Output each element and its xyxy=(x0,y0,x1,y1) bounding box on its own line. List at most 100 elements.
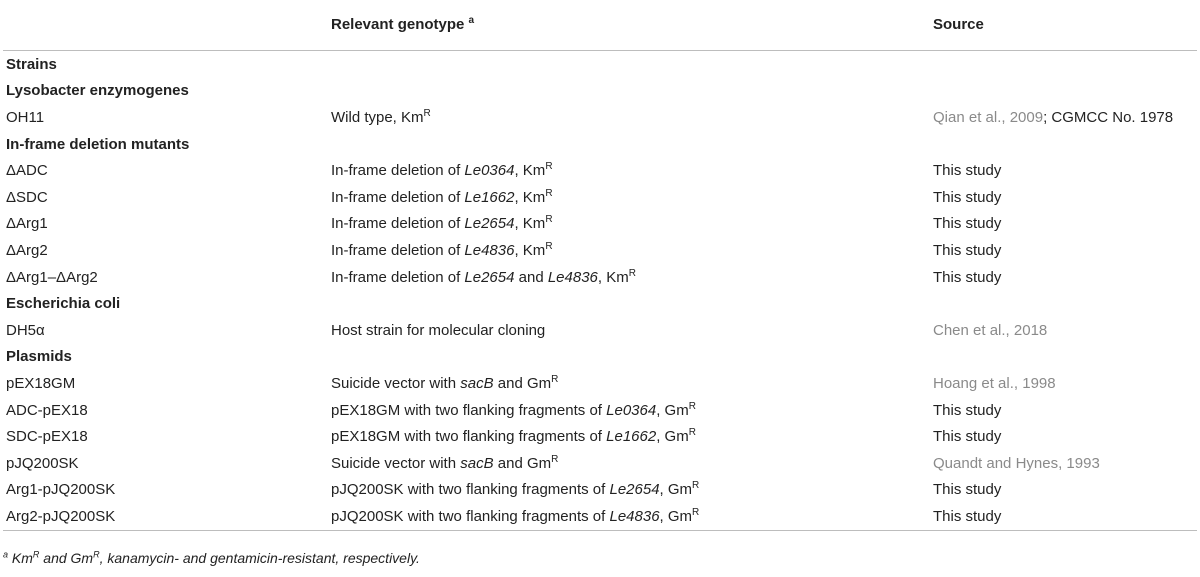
text-run: This study xyxy=(933,481,1002,499)
strain-name: pJQ200SK xyxy=(6,454,79,472)
strain-name: Arg1-pJQ200SK xyxy=(6,481,116,499)
group-row: Lysobacter enzymogenes xyxy=(3,78,1197,105)
text-run: This study xyxy=(933,428,1002,446)
source-cell: This study xyxy=(931,503,1197,530)
text-run: This study xyxy=(933,162,1002,180)
source-cell: This study xyxy=(931,184,1197,211)
table-row: SDC-pEX18 pEX18GM with two flanking fragm… xyxy=(3,423,1197,450)
genotype-cell: Suicide vector with sacB and GmR xyxy=(329,450,931,477)
reference-link[interactable]: Quandt and Hynes, 1993 xyxy=(933,454,1100,472)
group-label: Strains xyxy=(6,55,57,73)
strain-name: OH11 xyxy=(6,108,45,126)
text-run: and Gm xyxy=(493,454,552,472)
source-cell: Quandt and Hynes, 1993 xyxy=(931,450,1197,477)
italic-gene-name: Le0364 xyxy=(464,162,515,180)
reference-link[interactable]: Chen et al., 2018 xyxy=(933,321,1048,339)
header-genotype-label: Relevant genotype xyxy=(331,15,465,33)
italic-gene-name: Le2654 xyxy=(464,215,515,233)
strain-name: ΔSDC xyxy=(6,188,48,206)
reference-link[interactable]: Hoang et al., 1998 xyxy=(933,374,1056,392)
source-cell: This study xyxy=(931,237,1197,264)
genotype-cell: pEX18GM with two flanking fragments of L… xyxy=(329,397,931,424)
source-cell: Qian et al., 2009; CGMCC No. 1978 xyxy=(931,104,1197,131)
strain-name: ADC-pEX18 xyxy=(6,401,88,419)
source-cell: This study xyxy=(931,423,1197,450)
group-label: Lysobacter enzymogenes xyxy=(6,82,189,100)
italic-gene-name: Le2654 xyxy=(464,268,515,286)
genotype-cell: In-frame deletion of Le2654, KmR xyxy=(329,211,931,238)
header-col1 xyxy=(3,4,329,51)
genotype-cell: pEX18GM with two flanking fragments of L… xyxy=(329,423,931,450)
group-label: Plasmids xyxy=(6,348,72,366)
text-run: In-frame deletion of xyxy=(331,162,465,180)
genotype-cell: In-frame deletion of Le2654 and Le4836, … xyxy=(329,264,931,291)
superscript: R xyxy=(545,214,553,226)
superscript: R xyxy=(93,549,100,560)
superscript: R xyxy=(688,427,696,439)
text-run: pJQ200SK with two flanking fragments of xyxy=(331,481,610,499)
text-run: , Km xyxy=(514,188,546,206)
superscript: R xyxy=(32,549,40,560)
superscript: R xyxy=(628,267,636,279)
strain-name: ΔArg1–ΔArg2 xyxy=(6,268,98,286)
table-row: Arg1-pJQ200SK pJQ200SK with two flanking … xyxy=(3,477,1197,504)
text-run: This study xyxy=(933,507,1002,525)
text-run: ; CGMCC No. 1978 xyxy=(1043,108,1174,126)
header-source: Source xyxy=(933,15,984,33)
text-run: This study xyxy=(933,241,1002,259)
text-run: , Gm xyxy=(659,481,693,499)
text-run: , Gm xyxy=(656,401,689,419)
italic-gene-name: Le4836 xyxy=(609,507,660,525)
italic-gene-name: sacB xyxy=(460,374,494,392)
text-run: Suicide vector with xyxy=(331,454,461,472)
text-run: This study xyxy=(933,188,1002,206)
text-run: , kanamycin- and gentamicin-resistant, r… xyxy=(99,550,420,566)
strain-name: DH5α xyxy=(6,321,45,339)
strain-name: ΔADC xyxy=(6,162,48,180)
text-run: In-frame deletion of xyxy=(331,188,465,206)
superscript: R xyxy=(551,373,559,385)
strain-name: SDC-pEX18 xyxy=(6,428,88,446)
group-row: Strains xyxy=(3,51,1197,78)
genotype-cell: In-frame deletion of Le0364, KmR xyxy=(329,157,931,184)
source-cell: This study xyxy=(931,211,1197,238)
text-run: and Gm xyxy=(493,374,552,392)
text-run: Km xyxy=(8,550,33,566)
table-row: pEX18GM Suicide vector with sacB and GmR H… xyxy=(3,370,1197,397)
text-run: , Km xyxy=(514,241,546,259)
strain-name: pEX18GM xyxy=(6,374,76,392)
group-row: Plasmids xyxy=(3,344,1197,371)
group-row: Escherichia coli xyxy=(3,290,1197,317)
reference-link[interactable]: Qian et al., 2009 xyxy=(933,108,1044,126)
text-run: Wild type, Km xyxy=(331,108,424,126)
genotype-cell: In-frame deletion of Le4836, KmR xyxy=(329,237,931,264)
text-run: pEX18GM with two flanking fragments of xyxy=(331,428,607,446)
superscript: R xyxy=(545,240,553,252)
superscript: R xyxy=(545,187,553,199)
italic-gene-name: Le4836 xyxy=(464,241,515,259)
text-run: , Km xyxy=(597,268,629,286)
genotype-cell: In-frame deletion of Le1662, KmR xyxy=(329,184,931,211)
table-row: ΔArg1–ΔArg2 In-frame deletion of Le2654 a… xyxy=(3,264,1197,291)
group-label: In-frame deletion mutants xyxy=(6,135,190,153)
source-cell: Chen et al., 2018 xyxy=(931,317,1197,344)
superscript: R xyxy=(545,161,553,173)
source-cell: Hoang et al., 1998 xyxy=(931,370,1197,397)
italic-gene-name: Le4836 xyxy=(547,268,598,286)
text-run: In-frame deletion of xyxy=(331,241,465,259)
text-run: Suicide vector with xyxy=(331,374,461,392)
italic-gene-name: Le1662 xyxy=(606,428,657,446)
text-run: In-frame deletion of xyxy=(331,268,465,286)
superscript: R xyxy=(688,400,696,412)
text-run: This study xyxy=(933,268,1002,286)
table-header-row: Relevant genotype a Source xyxy=(3,4,1197,51)
genotype-cell: pJQ200SK with two flanking fragments of … xyxy=(329,477,931,504)
text-run: and Gm xyxy=(39,550,94,566)
